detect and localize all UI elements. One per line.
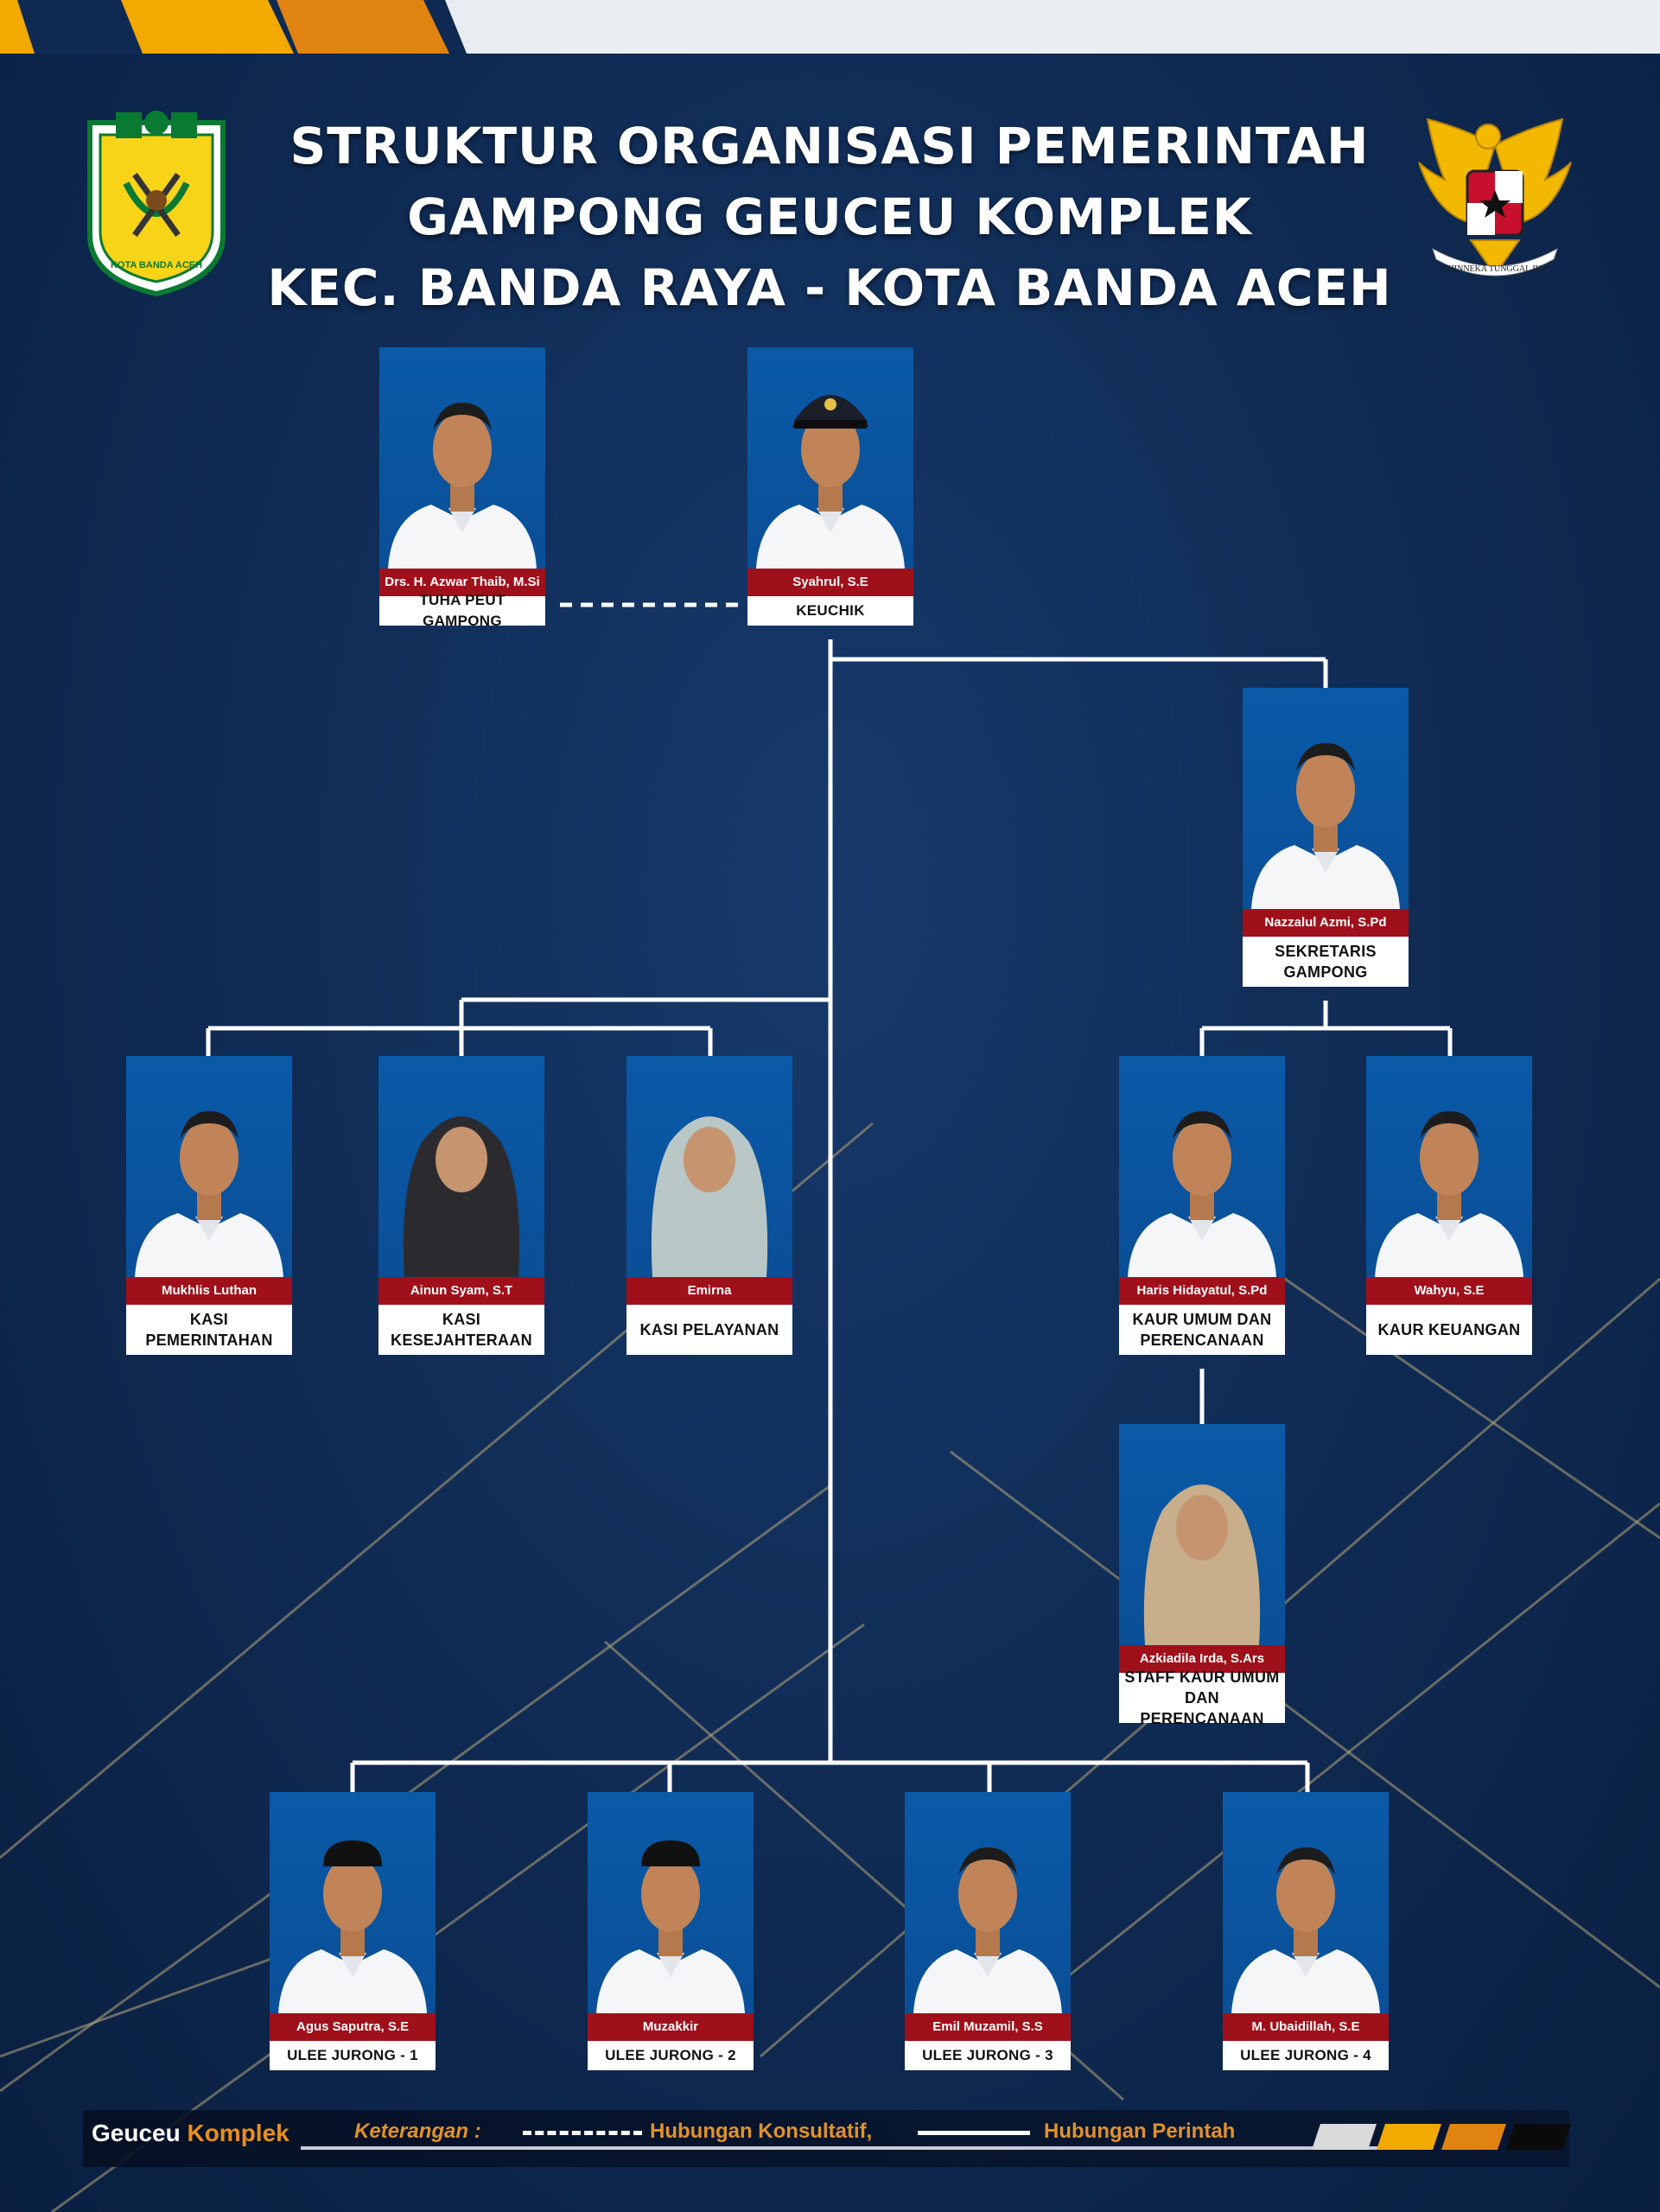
legend-label: Keterangan :	[354, 2120, 481, 2143]
person-position: KEUCHIK	[747, 596, 913, 626]
photo-portrait	[270, 1792, 436, 2013]
footer-divider	[301, 2146, 1398, 2150]
photo-portrait	[747, 347, 913, 569]
photo-portrait	[1243, 688, 1409, 909]
person-name: Mukhlis Luthan	[126, 1277, 292, 1305]
person-name: Muzakkir	[588, 2013, 754, 2041]
card-kaur-umum: Haris Hidayatul, S.Pd KAUR UMUM DAN PERE…	[1119, 1056, 1285, 1355]
person-name: Azkiadila Irda, S.Ars	[1119, 1645, 1285, 1673]
person-position: ULEE JURONG - 3	[905, 2041, 1071, 2070]
footer-stripes	[1312, 2124, 1571, 2150]
person-silhouette	[1128, 1111, 1276, 1277]
person-position: SEKRETARIS GAMPONG	[1243, 937, 1409, 987]
person-position: KASI PEMERINTAHAN	[126, 1305, 292, 1355]
person-silhouette	[1375, 1111, 1523, 1277]
person-position: KAUR UMUM DAN PERENCANAAN	[1119, 1305, 1285, 1355]
person-position: ULEE JURONG - 1	[270, 2041, 436, 2070]
person-name: Syahrul, S.E	[747, 569, 913, 596]
card-ulee-jurong-2: Muzakkir ULEE JURONG - 2	[588, 1792, 754, 2070]
title-line-3: KEC. BANDA RAYA - KOTA BANDA ACEH	[267, 258, 1392, 317]
person-position: ULEE JURONG - 2	[588, 2041, 754, 2070]
card-sekretaris: Nazzalul Azmi, S.Pd SEKRETARIS GAMPONG	[1243, 688, 1409, 987]
person-silhouette	[388, 403, 537, 569]
person-position: TUHA PEUT GAMPONG	[379, 592, 545, 629]
kota-banda-aceh-emblem: KOTA BANDA ACEH	[87, 111, 226, 297]
photo-portrait	[588, 1792, 754, 2013]
photo-portrait	[1119, 1056, 1285, 1277]
brand-part-1: Geuceu	[92, 2120, 181, 2146]
person-name: Agus Saputra, S.E	[270, 2013, 436, 2041]
person-silhouette	[1231, 1847, 1380, 2013]
brand-part-2: Komplek	[187, 2120, 289, 2146]
person-silhouette	[278, 1840, 427, 2013]
person-name: Haris Hidayatul, S.Pd	[1119, 1277, 1285, 1305]
photo-portrait	[1366, 1056, 1532, 1277]
person-position: ULEE JURONG - 4	[1223, 2041, 1389, 2070]
title-line-1: STRUKTUR ORGANISASI PEMERINTAH	[289, 117, 1370, 175]
person-position: KASI KESEJAHTERAAN	[378, 1305, 544, 1355]
person-silhouette	[403, 1116, 520, 1277]
photo-portrait	[1119, 1424, 1285, 1645]
person-position: KAUR KEUANGAN	[1366, 1305, 1532, 1355]
person-silhouette	[596, 1840, 745, 2013]
emblem-text: KOTA BANDA ACEH	[111, 260, 202, 270]
card-kasi-pemerintahan: Mukhlis Luthan KASI PEMERINTAHAN	[126, 1056, 292, 1355]
card-keuchik: Syahrul, S.E KEUCHIK	[747, 347, 913, 626]
photo-portrait	[626, 1056, 792, 1277]
card-staff-kaur-umum: Azkiadila Irda, S.Ars STAFF KAUR UMUM DA…	[1119, 1424, 1285, 1727]
person-position: KASI PELAYANAN	[626, 1305, 792, 1355]
person-silhouette	[651, 1116, 768, 1277]
top-stripe-bar	[0, 0, 1660, 54]
photo-portrait	[905, 1792, 1071, 2013]
person-name: Nazzalul Azmi, S.Pd	[1243, 909, 1409, 937]
person-position: STAFF KAUR UMUM DAN PERENCANAAN	[1119, 1669, 1285, 1727]
legend-dashed-text: Hubungan Konsultatif,	[650, 2120, 873, 2143]
person-name: Emil Muzamil, S.S	[905, 2013, 1071, 2041]
footer-brand: Geuceu Komplek	[92, 2120, 289, 2147]
card-tuha-peut: Drs. H. Azwar Thaib, M.Si TUHA PEUT GAMP…	[379, 347, 545, 629]
legend-dashed-line	[523, 2131, 642, 2135]
photo-portrait	[379, 347, 545, 569]
garuda-pancasila-emblem: BHINNEKA TUNGGAL IKA	[1418, 118, 1572, 276]
photo-portrait	[126, 1056, 292, 1277]
card-kasi-pelayanan: Emirna KASI PELAYANAN	[626, 1056, 792, 1355]
title-line-2: GAMPONG GEUCEU KOMPLEK	[407, 188, 1252, 246]
emblem-motto: BHINNEKA TUNGGAL IKA	[1442, 264, 1549, 274]
card-kaur-keuangan: Wahyu, S.E KAUR KEUANGAN	[1366, 1056, 1532, 1355]
card-kasi-kesejahteraan: Ainun Syam, S.T KASI KESEJAHTERAAN	[378, 1056, 544, 1355]
person-silhouette	[756, 395, 905, 569]
person-silhouette	[135, 1111, 283, 1277]
person-name: Wahyu, S.E	[1366, 1277, 1532, 1305]
person-silhouette	[1143, 1484, 1261, 1645]
photo-portrait	[1223, 1792, 1389, 2013]
page-title: STRUKTUR ORGANISASI PEMERINTAH GAMPONG G…	[259, 111, 1400, 323]
legend-solid-text: Hubungan Perintah	[1044, 2120, 1236, 2143]
legend-solid-line	[918, 2131, 1030, 2135]
person-name: Drs. H. Azwar Thaib, M.Si	[379, 569, 545, 596]
card-ulee-jurong-4: M. Ubaidillah, S.E ULEE JURONG - 4	[1223, 1792, 1389, 2070]
person-name: Emirna	[626, 1277, 792, 1305]
person-name: M. Ubaidillah, S.E	[1223, 2013, 1389, 2041]
photo-portrait	[378, 1056, 544, 1277]
person-name: Ainun Syam, S.T	[378, 1277, 544, 1305]
person-silhouette	[1251, 743, 1400, 909]
person-silhouette	[913, 1847, 1062, 2013]
card-ulee-jurong-3: Emil Muzamil, S.S ULEE JURONG - 3	[905, 1792, 1071, 2070]
card-ulee-jurong-1: Agus Saputra, S.E ULEE JURONG - 1	[270, 1792, 436, 2070]
